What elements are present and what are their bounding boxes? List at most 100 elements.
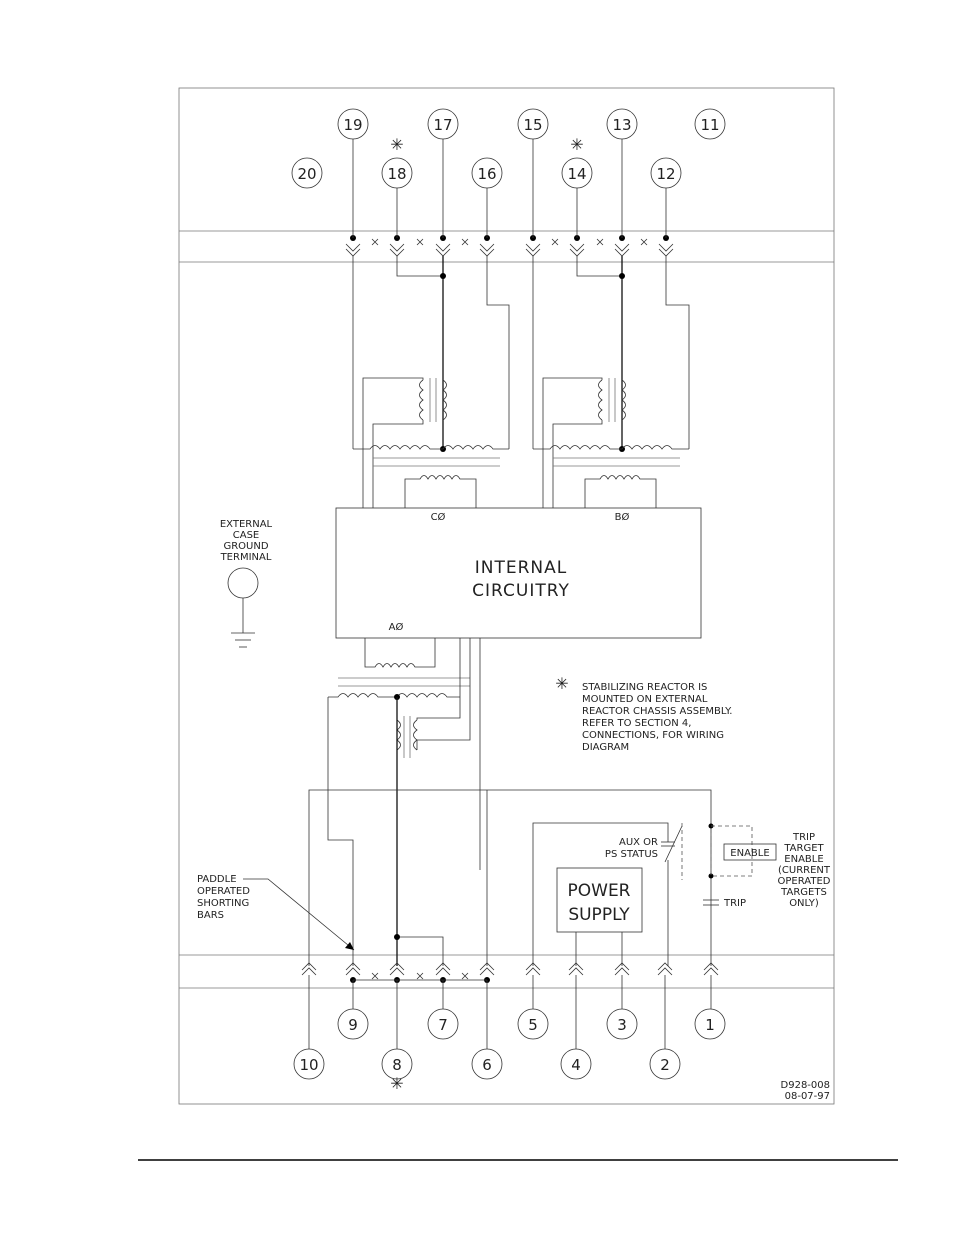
- paddle-leader: [243, 878, 355, 951]
- terminal-6: 6: [471, 1048, 503, 1080]
- terminal-19: 19: [337, 108, 369, 140]
- enable-jumper-region: [710, 825, 753, 877]
- drawing-id: D928-008 08-07-97: [781, 1080, 830, 1102]
- star-marker-14: ✳: [570, 135, 583, 154]
- a-phase-ct-wiring: [327, 638, 481, 966]
- top-leads: [352, 139, 667, 238]
- terminal-label: 2: [660, 1056, 670, 1074]
- stabilizing-reactor-note: STABILIZING REACTOR IS MOUNTED ON EXTERN…: [582, 682, 732, 753]
- coil-winding: [364, 638, 436, 668]
- connector: [614, 962, 630, 976]
- svg-text:STABILIZING REACTOR IS: STABILIZING REACTOR IS: [582, 682, 707, 693]
- connector: [435, 962, 451, 976]
- top-dots: [350, 235, 669, 241]
- coil-winding: [442, 379, 447, 421]
- terminal-3: 3: [606, 1008, 638, 1040]
- terminal-label: 8: [392, 1056, 402, 1074]
- svg-text:TRIP: TRIP: [792, 832, 815, 843]
- svg-text:(CURRENT: (CURRENT: [778, 865, 831, 876]
- coil-winding: [353, 445, 509, 450]
- svg-text:GROUND: GROUND: [223, 541, 268, 552]
- connector: [435, 243, 451, 257]
- terminal-label: 14: [567, 165, 586, 183]
- trip-label: TRIP: [723, 898, 746, 909]
- svg-text:OPERATED: OPERATED: [778, 876, 831, 887]
- terminal-label: 12: [656, 165, 675, 183]
- bottom-leads: [308, 975, 712, 1049]
- svg-text:REACTOR CHASSIS ASSEMBLY.: REACTOR CHASSIS ASSEMBLY.: [582, 706, 732, 717]
- coil-winding: [396, 719, 401, 751]
- svg-text:08-07-97: 08-07-97: [785, 1091, 830, 1102]
- coil-winding: [328, 693, 460, 698]
- coil-winding: [533, 445, 689, 450]
- connector: [345, 962, 361, 976]
- bottom-dots: [350, 977, 490, 983]
- connector: [301, 962, 317, 976]
- svg-text:TERMINAL: TERMINAL: [220, 552, 272, 563]
- svg-text:EXTERNAL: EXTERNAL: [220, 519, 273, 530]
- svg-text:PS STATUS: PS STATUS: [605, 849, 658, 860]
- star-marker-8: ✳: [390, 1074, 403, 1093]
- svg-text:D928-008: D928-008: [781, 1080, 830, 1091]
- terminal-11: 11: [694, 108, 726, 140]
- terminal-label: 15: [523, 116, 542, 134]
- phase-c-label: CØ: [431, 511, 446, 523]
- coil-winding: [598, 379, 603, 421]
- coil-winding: [404, 475, 477, 508]
- terminal-label: 9: [348, 1016, 358, 1034]
- svg-text:CONNECTIONS, FOR WIRING: CONNECTIONS, FOR WIRING: [582, 730, 724, 741]
- terminal-label: 20: [297, 165, 316, 183]
- svg-text:OPERATED: OPERATED: [197, 886, 250, 897]
- svg-text:REFER TO SECTION 4,: REFER TO SECTION 4,: [582, 718, 691, 729]
- coil-winding: [419, 379, 424, 421]
- aux-status-label: AUX OR PS STATUS: [605, 837, 658, 860]
- bottom-wiring: [308, 789, 753, 966]
- connector: [658, 243, 674, 257]
- terminal-label: 3: [617, 1016, 627, 1034]
- terminal-5: 5: [517, 1008, 549, 1040]
- svg-text:ENABLE: ENABLE: [784, 854, 823, 865]
- terminal-label: 11: [700, 116, 719, 134]
- svg-text:PADDLE: PADDLE: [197, 874, 237, 885]
- terminal-label: 4: [571, 1056, 581, 1074]
- diagram-frame: [178, 87, 835, 1105]
- terminal-7: 7: [427, 1008, 459, 1040]
- internal-circuitry-label-1: INTERNAL: [475, 558, 568, 578]
- terminal-label: 6: [482, 1056, 492, 1074]
- connector: [657, 962, 673, 976]
- top-connectors: [345, 243, 674, 257]
- connector: [569, 243, 585, 257]
- terminal-label: 17: [433, 116, 452, 134]
- connector: [389, 243, 405, 257]
- svg-text:DIAGRAM: DIAGRAM: [582, 742, 629, 753]
- svg-text:TARGET: TARGET: [783, 843, 824, 854]
- power-supply-label-1: POWER: [568, 881, 631, 901]
- svg-text:CASE: CASE: [233, 530, 260, 541]
- terminal-17: 17: [427, 108, 459, 140]
- terminal-label: 10: [299, 1056, 318, 1074]
- terminal-4: 4: [560, 1048, 592, 1080]
- connector: [525, 962, 541, 976]
- connector: [479, 243, 495, 257]
- enable-box: [723, 843, 777, 861]
- terminal-10: 10: [293, 1048, 325, 1080]
- phase-a-label: AØ: [389, 621, 404, 633]
- connector: [614, 243, 630, 257]
- coil-winding: [621, 379, 626, 421]
- svg-text:TARGETS: TARGETS: [780, 887, 827, 898]
- internal-circuitry-label-2: CIRCUITRY: [472, 581, 570, 601]
- terminal-label: 7: [438, 1016, 448, 1034]
- paddle-arrowhead: [345, 942, 354, 950]
- terminal-13: 13: [606, 108, 638, 140]
- terminal-1: 1: [694, 1008, 726, 1040]
- b-phase-ct-wiring: [532, 256, 690, 508]
- terminal-9: 9: [337, 1008, 369, 1040]
- note-marker: ✳: [555, 674, 568, 693]
- svg-text:BARS: BARS: [197, 910, 224, 921]
- terminal-16: 16: [471, 157, 503, 189]
- ground-label: EXTERNAL CASE GROUND TERMINAL: [220, 519, 273, 563]
- bottom-shorting-marks: [371, 972, 469, 980]
- svg-text:ONLY): ONLY): [789, 898, 819, 909]
- phase-b-label: BØ: [615, 511, 630, 523]
